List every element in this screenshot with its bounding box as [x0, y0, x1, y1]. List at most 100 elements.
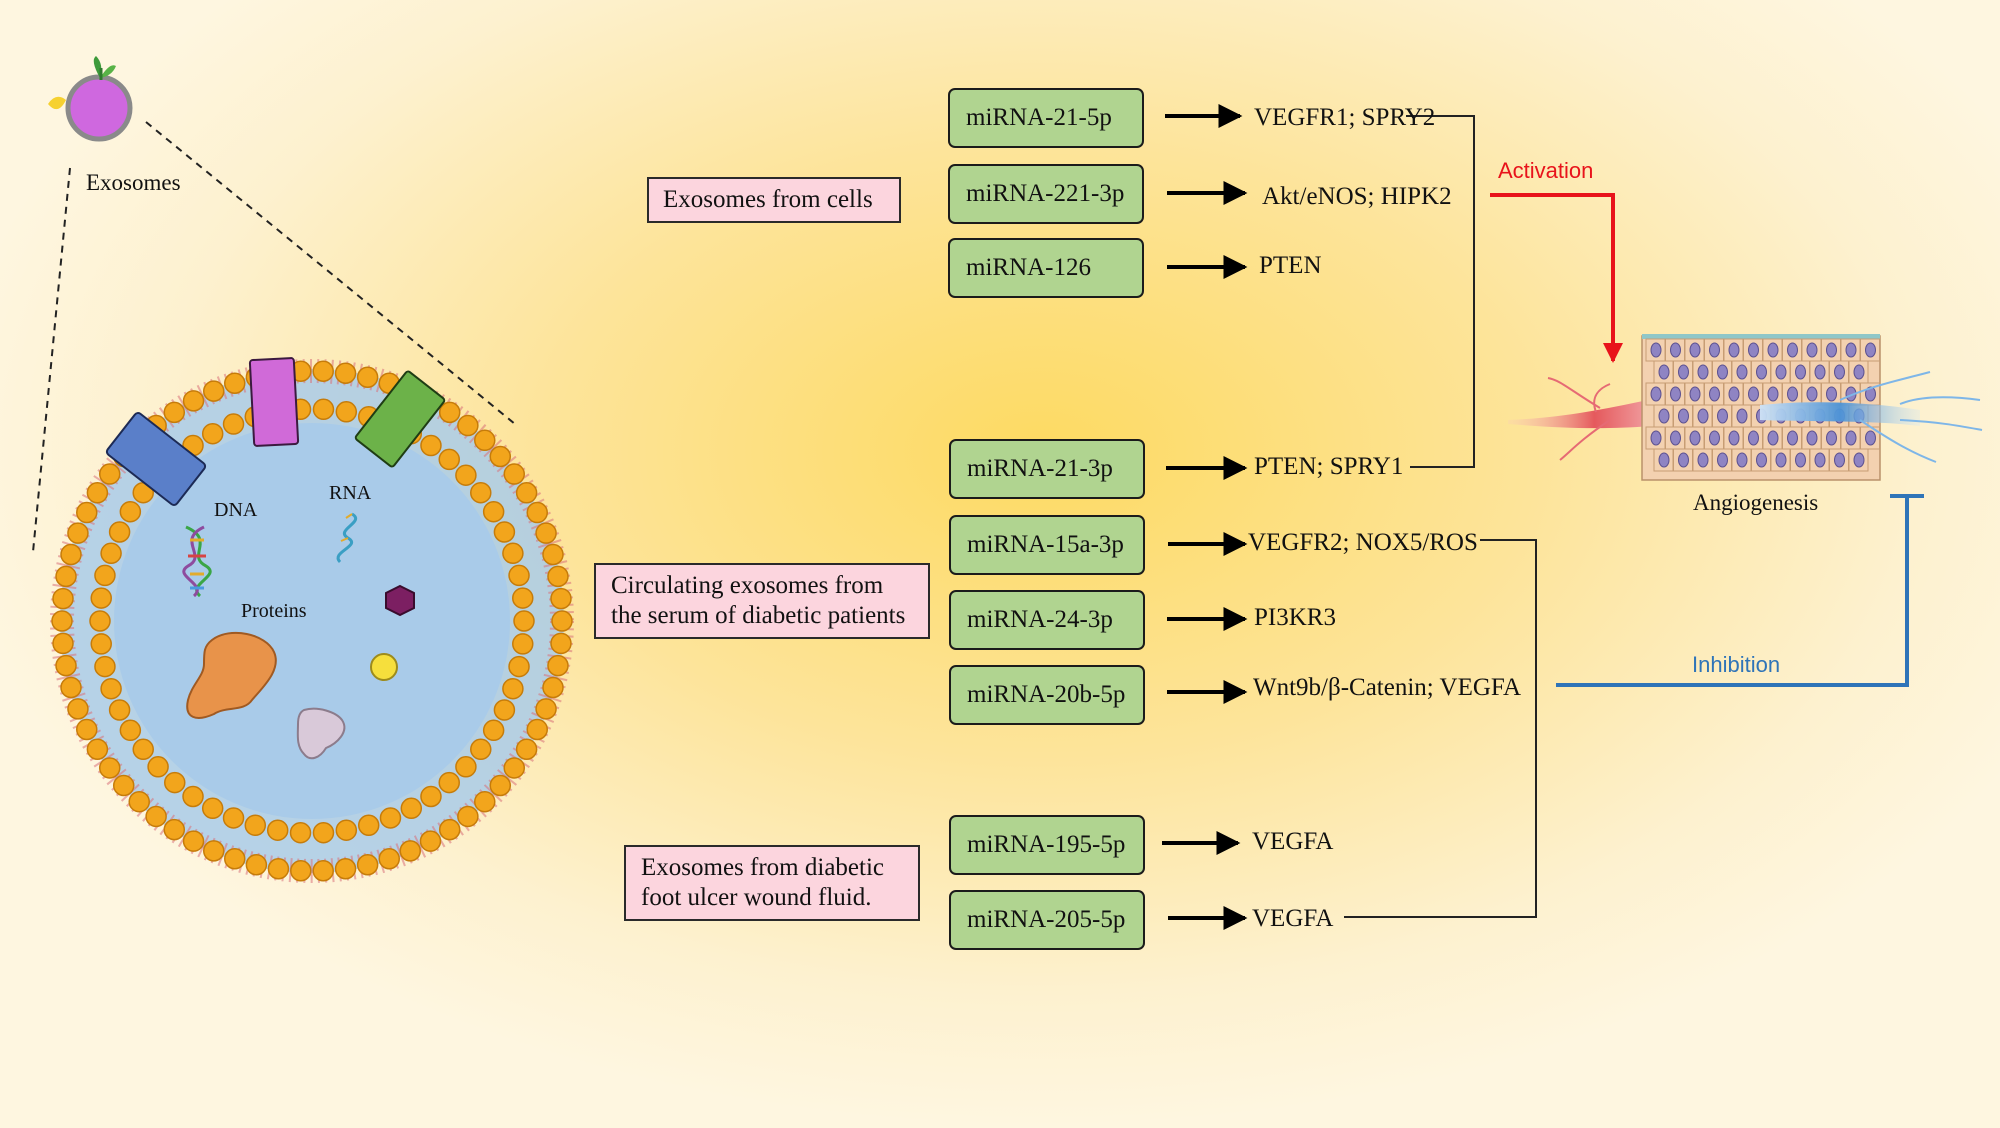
- tissue-cell-nucleus: [1717, 364, 1728, 380]
- mirna-box: miRNA-15a-3p: [949, 515, 1145, 575]
- mirna-target: VEGFR1; SPRY2: [1254, 104, 1436, 131]
- membrane-bead: [508, 655, 530, 678]
- membrane-bead: [502, 677, 524, 700]
- tissue-cell-nucleus: [1658, 452, 1670, 468]
- membrane-bead: [202, 380, 225, 402]
- membrane-bead: [535, 698, 557, 720]
- membrane-bead: [493, 521, 516, 543]
- mirna-label: miRNA-221-3p: [966, 180, 1125, 207]
- membrane-bead: [551, 610, 573, 632]
- membrane-bead: [182, 785, 204, 808]
- tissue-cell-nucleus: [1670, 386, 1681, 402]
- source-label-cells: Exosomes from cells: [663, 186, 873, 213]
- mirna-label: miRNA-21-3p: [967, 455, 1113, 482]
- membrane-bead: [550, 632, 572, 655]
- mirna-box: miRNA-126: [948, 238, 1144, 298]
- membrane-bead: [94, 564, 116, 587]
- membrane-bead: [132, 738, 154, 761]
- membrane-bead: [112, 774, 135, 797]
- tissue-cell-nucleus: [1814, 364, 1826, 380]
- tissue-cell-nucleus: [1775, 364, 1787, 380]
- tissue-cell-nucleus: [1845, 430, 1857, 446]
- membrane-bead: [356, 853, 379, 876]
- zoom-line-left: [32, 167, 71, 553]
- tissue-cell-nucleus: [1845, 342, 1857, 358]
- tissue-cell-nucleus: [1689, 386, 1701, 402]
- membrane-bead: [503, 757, 526, 779]
- membrane-bead: [86, 738, 109, 760]
- membrane-bead: [51, 610, 73, 632]
- tissue-cell-nucleus: [1658, 364, 1670, 380]
- tissue-cell-nucleus: [1865, 342, 1876, 358]
- membrane-bead: [438, 818, 461, 841]
- inhibition-label: Inhibition: [1692, 652, 1780, 677]
- mirna-box: miRNA-21-3p: [949, 439, 1145, 499]
- source-box-cells: Exosomes from cells: [647, 177, 901, 223]
- tissue-cell-nucleus: [1806, 386, 1818, 402]
- membrane-bead: [420, 434, 442, 457]
- tissue-cell-nucleus: [1697, 364, 1709, 380]
- mirna-box: miRNA-24-3p: [949, 590, 1145, 650]
- membrane-bead: [147, 756, 169, 778]
- membrane-bead: [482, 719, 505, 742]
- membrane-bead: [438, 401, 461, 424]
- membrane-bead: [335, 401, 358, 423]
- mirna-box: miRNA-20b-5p: [949, 665, 1145, 725]
- membrane-protein-purple: [248, 357, 300, 447]
- source-label-serum: Circulating exosomes from the serum of d…: [611, 572, 906, 629]
- membrane-bead: [455, 756, 477, 778]
- proteins-label: Proteins: [241, 600, 307, 622]
- membrane-bead: [482, 500, 505, 523]
- mirna-box: miRNA-221-3p: [948, 164, 1144, 224]
- tissue-cell-nucleus: [1787, 386, 1798, 402]
- membrane-bead: [76, 718, 98, 741]
- tissue-cell-nucleus: [1834, 364, 1845, 380]
- membrane-bead: [502, 542, 524, 565]
- membrane-bead: [335, 819, 358, 841]
- tissue-cell-nucleus: [1709, 386, 1720, 402]
- membrane-bead: [67, 698, 89, 720]
- membrane-bead: [108, 699, 131, 721]
- mirna-box: miRNA-21-5p: [948, 88, 1144, 148]
- membrane-bead: [245, 853, 268, 876]
- membrane-bead: [542, 543, 564, 566]
- membrane-bead: [334, 857, 357, 880]
- membrane-bead: [515, 482, 538, 504]
- membrane-bead: [89, 610, 111, 632]
- membrane-bead: [164, 771, 186, 794]
- membrane-bead: [67, 522, 89, 544]
- tissue-cell-nucleus: [1709, 342, 1720, 358]
- dna-label: DNA: [214, 499, 258, 521]
- tissue-cell-nucleus: [1650, 430, 1662, 446]
- membrane-protein-blue: [105, 412, 207, 506]
- membrane-bead: [244, 814, 267, 837]
- mirna-target: PTEN: [1259, 252, 1322, 279]
- mirna-box: miRNA-195-5p: [949, 815, 1145, 875]
- exosome-membrane: [50, 359, 574, 883]
- tissue-cell-nucleus: [1736, 408, 1748, 424]
- membrane-bead: [222, 807, 245, 829]
- tissue-cell-nucleus: [1787, 342, 1798, 358]
- membrane-bead: [515, 738, 538, 760]
- membrane-bead: [513, 610, 535, 632]
- membrane-bead: [542, 676, 564, 699]
- membrane-bead: [98, 463, 121, 485]
- membrane-bead: [357, 814, 380, 837]
- mirna-target: PTEN; SPRY1: [1254, 453, 1404, 480]
- membrane-bead: [55, 565, 77, 588]
- membrane-bead: [98, 757, 121, 779]
- membrane-bead: [312, 360, 334, 383]
- tissue-cell-nucleus: [1697, 452, 1709, 468]
- tissue-cell-nucleus: [1767, 430, 1779, 446]
- mirna-label: miRNA-205-5p: [967, 906, 1126, 933]
- membrane-bead: [222, 413, 245, 435]
- activation-label: Activation: [1498, 158, 1593, 183]
- source-box-wound-fluid: Exosomes from diabetic foot ulcer wound …: [624, 845, 920, 921]
- mirna-target: VEGFA: [1252, 828, 1334, 855]
- mirna-box: miRNA-205-5p: [949, 890, 1145, 950]
- membrane-inner-beads: [89, 398, 535, 844]
- tissue-cell-nucleus: [1826, 342, 1837, 358]
- tissue-cell-nucleus: [1865, 430, 1876, 446]
- source-label-wound-fluid: Exosomes from diabetic foot ulcer wound …: [641, 854, 884, 911]
